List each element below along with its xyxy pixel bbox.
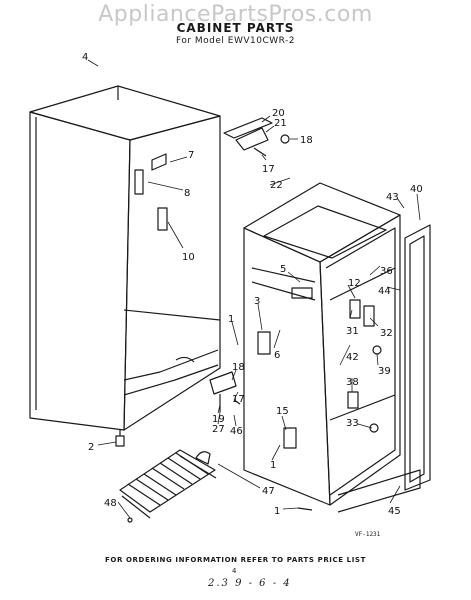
diagram-title: CABINET PARTS (176, 21, 295, 35)
callout-38: 38 (346, 377, 359, 388)
callout-21: 21 (274, 118, 287, 129)
ordering-info-footer: FOR ORDERING INFORMATION REFER TO PARTS … (105, 556, 366, 564)
callout-19: 19 (212, 414, 225, 425)
page-number: 4 (232, 567, 237, 575)
callout-47: 47 (262, 486, 275, 497)
leveling-leg (115, 430, 125, 447)
callout-1-top: 1 (228, 314, 234, 325)
callout-18: 18 (300, 135, 313, 146)
callout-46: 46 (230, 426, 243, 437)
callout-39: 39 (378, 366, 391, 377)
callout-42: 42 (346, 352, 359, 363)
callout-22: 22 (270, 180, 283, 191)
callout-45: 45 (388, 506, 401, 517)
callout-1-mid: 1 (270, 460, 276, 471)
bottom-hinge (209, 371, 241, 412)
callout-44: 44 (378, 286, 391, 297)
drawing-reference: VF-1231 (355, 531, 381, 538)
callout-6: 6 (274, 350, 280, 361)
callout-17: 17 (262, 164, 275, 175)
callout-3: 3 (254, 296, 260, 307)
callout-18-lower: 18 (232, 362, 245, 373)
callout-10: 10 (182, 252, 195, 263)
outer-cabinet (29, 85, 221, 431)
callout-40: 40 (410, 184, 423, 195)
callout-27: 27 (212, 424, 225, 435)
callout-32: 32 (380, 328, 393, 339)
watermark: AppliancePartsPros.com (98, 2, 373, 27)
callout-8: 8 (184, 188, 190, 199)
callout-20: 20 (272, 108, 285, 119)
top-hinge (223, 117, 290, 157)
callout-48: 48 (104, 498, 117, 509)
callout-5: 5 (280, 264, 286, 275)
callout-12: 12 (348, 278, 361, 289)
callout-1-bottom: 1 (274, 506, 280, 517)
callout-15: 15 (276, 406, 289, 417)
callout-4: 4 (82, 52, 88, 63)
inner-liner (243, 182, 431, 513)
handwritten-note: 2.3 9 - 6 - 4 (208, 578, 292, 589)
wire-shelf (119, 449, 217, 519)
callout-36: 36 (380, 266, 393, 277)
diagram-subtitle: For Model EWV10CWR-2 (175, 36, 296, 46)
callout-33: 33 (346, 418, 359, 429)
callout-17-lower: 17 (232, 394, 245, 405)
callout-31: 31 (346, 326, 359, 337)
callout-7: 7 (188, 150, 194, 161)
callout-43: 43 (386, 192, 399, 203)
callout-2: 2 (88, 442, 94, 453)
